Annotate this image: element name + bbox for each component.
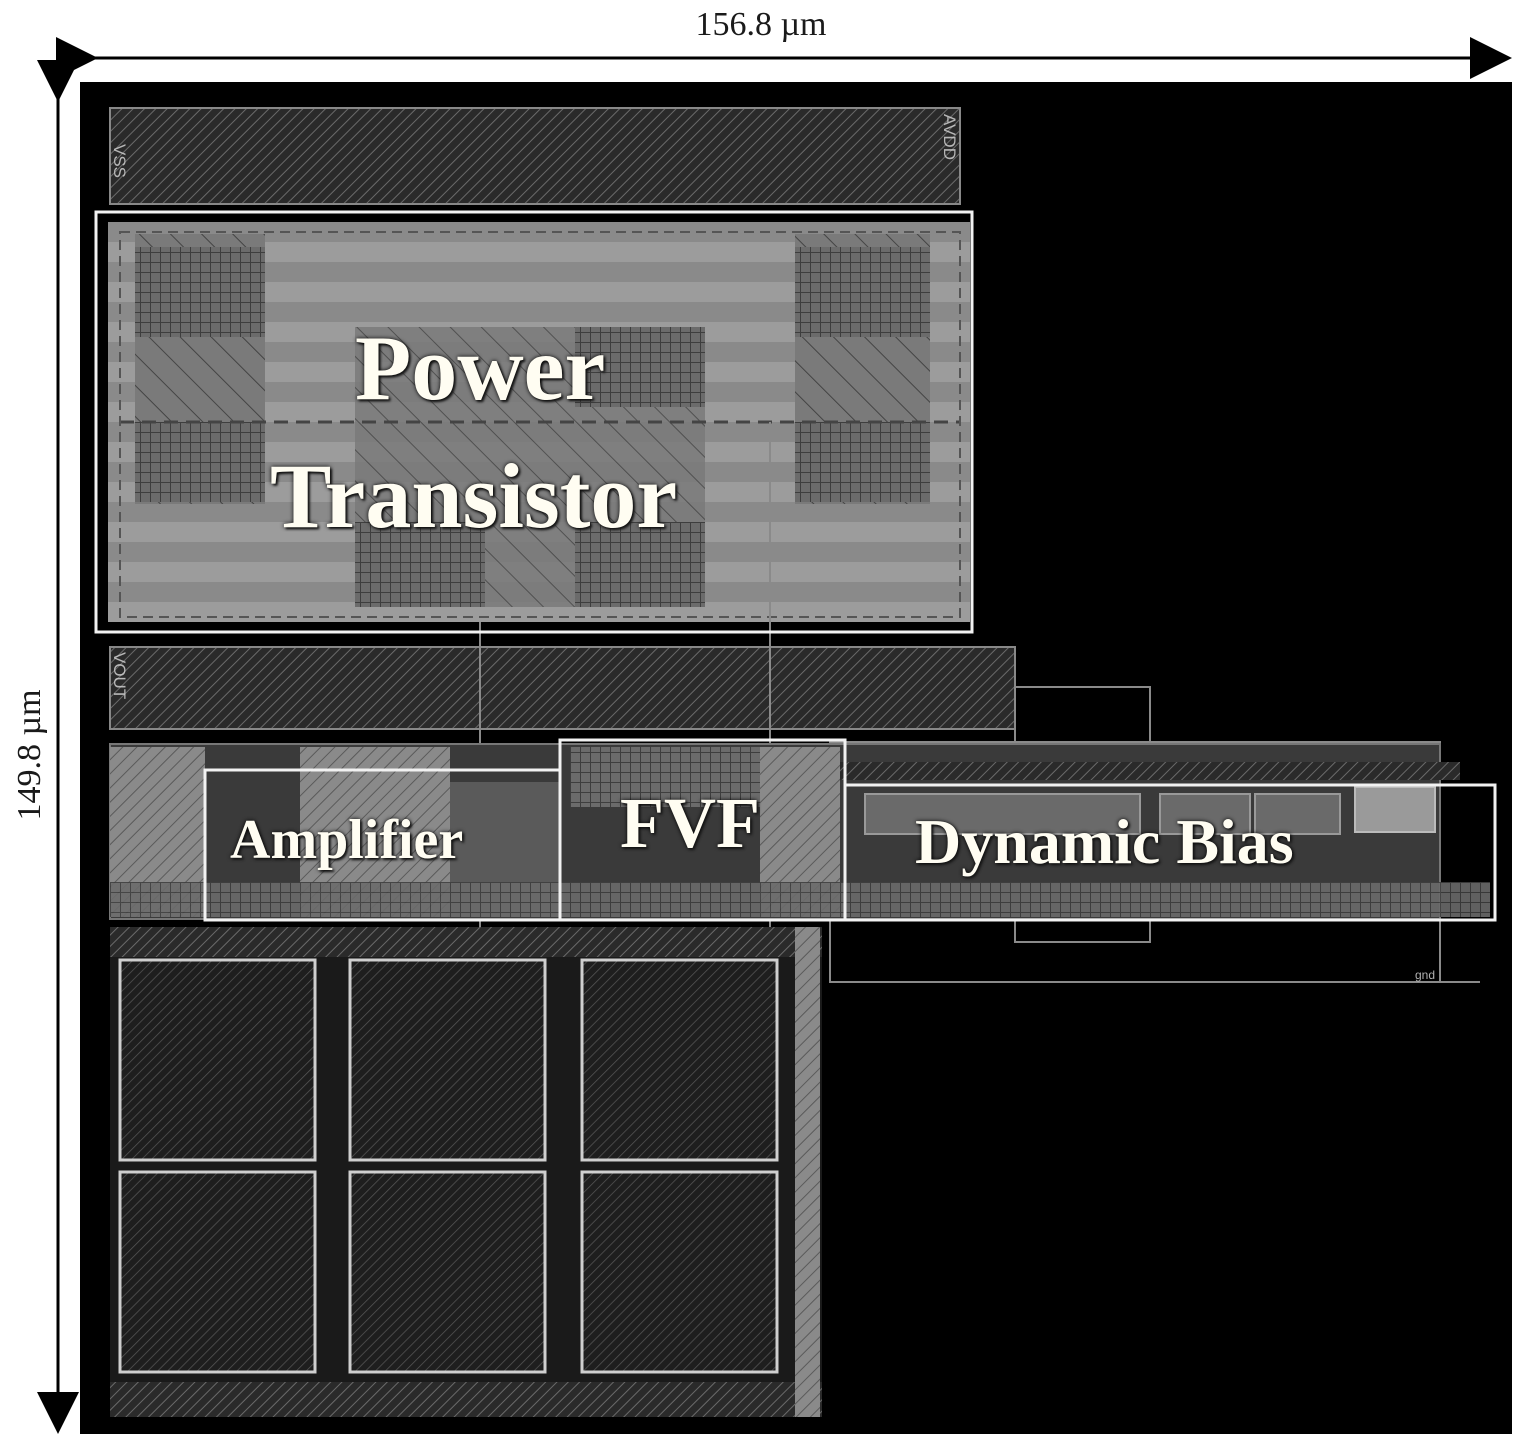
capacitor-array — [110, 927, 822, 1417]
pin-label-vss: VSS — [110, 144, 129, 179]
pin-label-gnd: gnd — [1415, 968, 1436, 982]
power-transistor-label-line1: Power — [355, 317, 606, 419]
supply-rail-top — [109, 107, 961, 205]
vout-rail — [109, 646, 1016, 730]
chip-layout: VSS AVDD VOUT gnd Power Transistor Ampli… — [80, 82, 1512, 1434]
pin-label-avdd: AVDD — [940, 114, 959, 160]
fvf-label: FVF — [620, 783, 760, 863]
power-transistor-outline — [94, 210, 974, 634]
block-outlines — [94, 210, 1497, 922]
dynamic-bias-outline — [843, 783, 1497, 922]
dynamic-bias-label: Dynamic Bias — [915, 806, 1294, 877]
layout-drawing — [94, 107, 1497, 1417]
height-dimension-label: 149.8 µm — [11, 689, 48, 821]
power-transistor-label-line2: Transistor — [270, 445, 678, 547]
width-dimension-label: 156.8 µm — [695, 6, 827, 43]
power-transistor-region — [108, 222, 970, 622]
amplifier-label: Amplifier — [230, 809, 464, 871]
circuit-row — [109, 743, 1490, 920]
pin-label-vout: VOUT — [110, 652, 129, 700]
